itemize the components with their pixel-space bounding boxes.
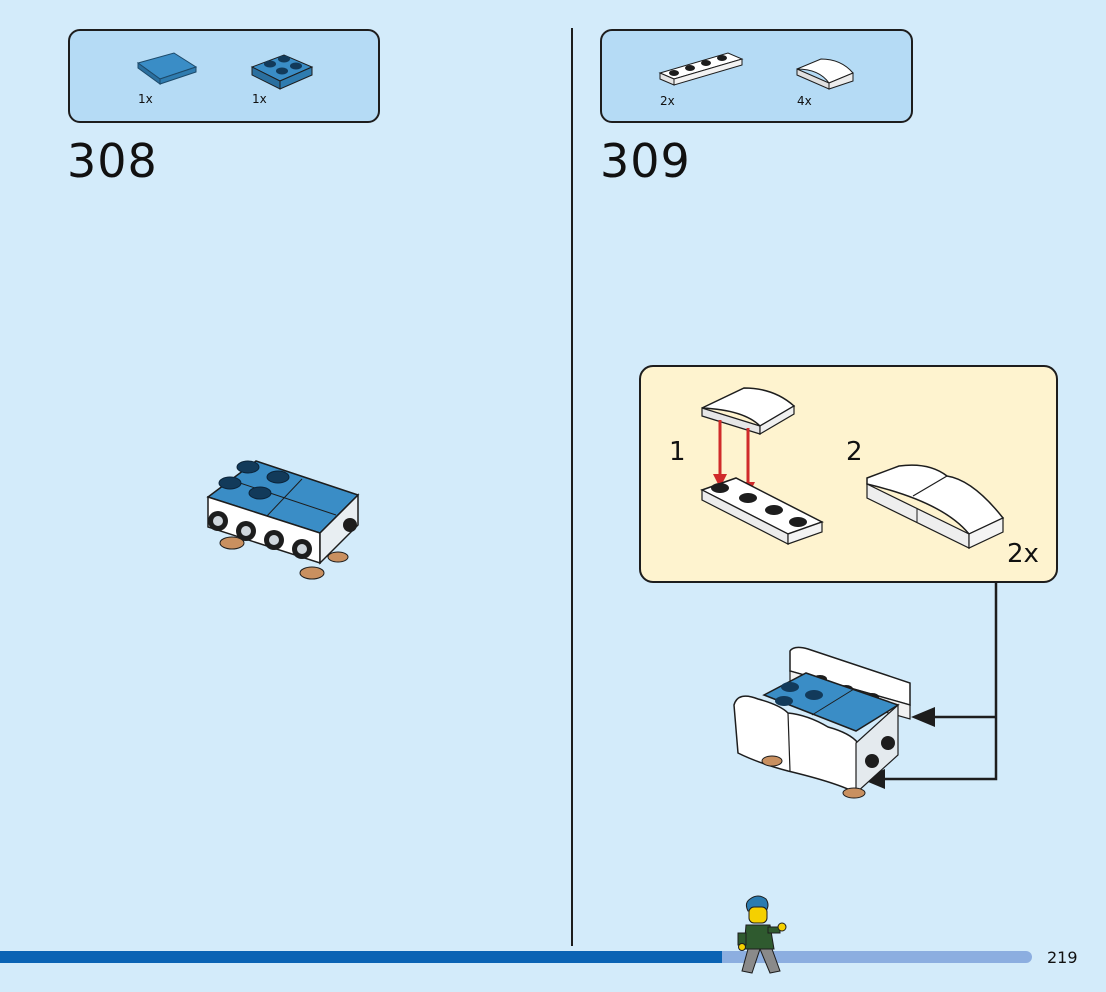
page-divider xyxy=(571,28,573,946)
substep-1-illustration xyxy=(700,387,824,545)
progress-bar-fill xyxy=(0,951,723,963)
part-qty: 1x xyxy=(252,92,267,106)
part-qty: 4x xyxy=(797,94,812,108)
progress-bar xyxy=(0,951,1032,963)
step-309-model-illustration xyxy=(733,646,911,799)
subassembly-multiplier: 2x xyxy=(1007,539,1039,569)
step-number-309: 309 xyxy=(600,134,691,188)
parts-list-step-309: 2x 4x xyxy=(600,29,913,123)
blue-tile-2x2-icon xyxy=(136,52,198,85)
step-number-308: 308 xyxy=(67,134,158,188)
walking-minifigure-icon xyxy=(737,895,787,974)
part-white-plate-1x4 xyxy=(658,49,744,89)
part-white-curved-slope xyxy=(795,55,857,91)
substep-number: 2 xyxy=(846,437,863,467)
parts-list-step-308: 1x 1x xyxy=(68,29,380,123)
part-qty: 1x xyxy=(138,92,153,106)
white-curved-slope-icon xyxy=(796,58,854,90)
substep-number: 1 xyxy=(669,437,686,467)
step-308-model-illustration xyxy=(206,460,360,580)
page-number: 219 xyxy=(1047,948,1078,967)
subassembly-callout: 1 2 2x xyxy=(639,365,1058,583)
part-blue-plate-2x2 xyxy=(250,51,314,93)
substep-2-illustration xyxy=(866,464,1005,549)
blue-plate-2x2-icon xyxy=(250,54,314,90)
part-blue-tile-2x2 xyxy=(136,51,198,91)
part-qty: 2x xyxy=(660,94,675,108)
white-plate-1x4-icon xyxy=(658,52,744,86)
callout-connector-arrows xyxy=(861,583,998,789)
